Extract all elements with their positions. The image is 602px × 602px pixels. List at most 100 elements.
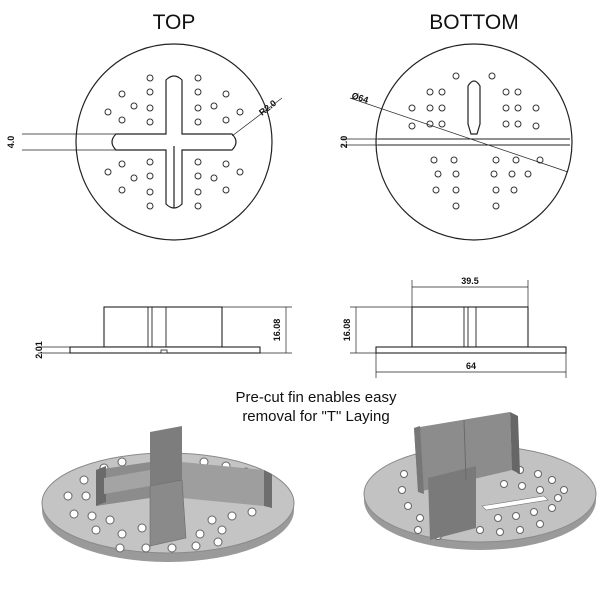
hole xyxy=(194,118,202,126)
hole xyxy=(104,168,112,176)
side-left-notch xyxy=(160,349,168,354)
hole xyxy=(146,74,154,82)
render-left-arm-right-end xyxy=(264,470,272,508)
hole xyxy=(500,480,508,488)
hole xyxy=(194,172,202,180)
hole xyxy=(408,104,416,112)
hole xyxy=(490,170,498,178)
hole xyxy=(118,186,126,194)
hole xyxy=(512,156,520,164)
hole xyxy=(194,104,202,112)
hole xyxy=(115,543,125,553)
hole xyxy=(236,108,244,116)
hole xyxy=(146,118,154,126)
hole xyxy=(536,156,544,164)
hole xyxy=(426,88,434,96)
side-left-height-label: 16.08 xyxy=(272,319,282,342)
hole xyxy=(194,202,202,210)
hole xyxy=(452,72,460,80)
hole xyxy=(191,541,201,551)
render-left-arm-right xyxy=(182,462,264,506)
hole xyxy=(438,88,446,96)
hole xyxy=(217,525,227,535)
side-right-height-label: 16.08 xyxy=(342,319,352,342)
hole xyxy=(518,482,526,490)
hole xyxy=(488,72,496,80)
top-view-cross xyxy=(111,75,237,209)
hole xyxy=(524,170,532,178)
hole xyxy=(146,88,154,96)
hole xyxy=(502,88,510,96)
fin-width-label: 39.5 xyxy=(461,276,479,286)
hole xyxy=(118,90,126,98)
render-right-fin-lower xyxy=(428,466,476,540)
hole xyxy=(222,160,230,168)
hole xyxy=(222,186,230,194)
hole xyxy=(426,104,434,112)
hole xyxy=(514,88,522,96)
render-t-spacer xyxy=(363,412,597,550)
hole xyxy=(404,502,412,510)
hole xyxy=(79,475,89,485)
hole xyxy=(207,515,217,525)
hole xyxy=(195,529,205,539)
top-view-title: TOP xyxy=(153,11,196,34)
top-thickness-label: 4.0 xyxy=(6,136,16,149)
hole xyxy=(494,514,502,522)
hole xyxy=(434,170,442,178)
hole xyxy=(452,186,460,194)
hole xyxy=(167,543,177,553)
hole xyxy=(560,486,568,494)
hole xyxy=(117,457,127,467)
hole xyxy=(91,525,101,535)
hole xyxy=(514,120,522,128)
hole xyxy=(146,202,154,210)
bottom-thickness-label: 2.0 xyxy=(339,136,349,149)
hole xyxy=(398,486,406,494)
hole xyxy=(536,520,544,528)
hole xyxy=(117,529,127,539)
hole xyxy=(213,537,223,547)
render-right-fin-end xyxy=(510,412,520,474)
caption-line-2: removal for "T" Laying xyxy=(242,408,389,425)
hole xyxy=(146,158,154,166)
hole xyxy=(130,174,138,182)
hole xyxy=(141,543,151,553)
render-left-arm-back xyxy=(150,426,182,486)
hole xyxy=(534,470,542,478)
side-view-left: 16.08 2.01 xyxy=(34,306,292,359)
bottom-view-title: BOTTOM xyxy=(429,11,518,34)
hole xyxy=(532,122,540,130)
hole xyxy=(247,507,257,517)
hole xyxy=(408,122,416,130)
bottom-diameter-line xyxy=(349,97,569,173)
hole xyxy=(118,160,126,168)
hole xyxy=(236,168,244,176)
caption-line-1: Pre-cut fin enables easy xyxy=(236,389,397,406)
hole xyxy=(536,486,544,494)
render-left-arm-left-top xyxy=(104,470,150,494)
hole xyxy=(146,172,154,180)
hole xyxy=(492,156,500,164)
bottom-view: Ø64 2.0 xyxy=(339,43,573,241)
hole xyxy=(194,88,202,96)
hole xyxy=(416,514,424,522)
render-left-arm-front xyxy=(149,479,187,547)
hole xyxy=(146,104,154,112)
hole xyxy=(432,186,440,194)
hole xyxy=(210,174,218,182)
hole xyxy=(514,104,522,112)
hole xyxy=(438,120,446,128)
hole xyxy=(516,526,524,534)
render-right-fin-face xyxy=(414,412,512,492)
top-view-holes xyxy=(104,74,244,210)
render-right-precut xyxy=(463,419,467,481)
bottom-view-slot xyxy=(467,80,481,135)
top-view: 4.0 R2.0 xyxy=(6,43,283,241)
side-left-fin xyxy=(103,306,223,348)
hole xyxy=(194,158,202,166)
render-cross-spacer xyxy=(41,426,295,562)
render-right-fin-left-end xyxy=(414,426,424,494)
hole xyxy=(414,526,422,534)
